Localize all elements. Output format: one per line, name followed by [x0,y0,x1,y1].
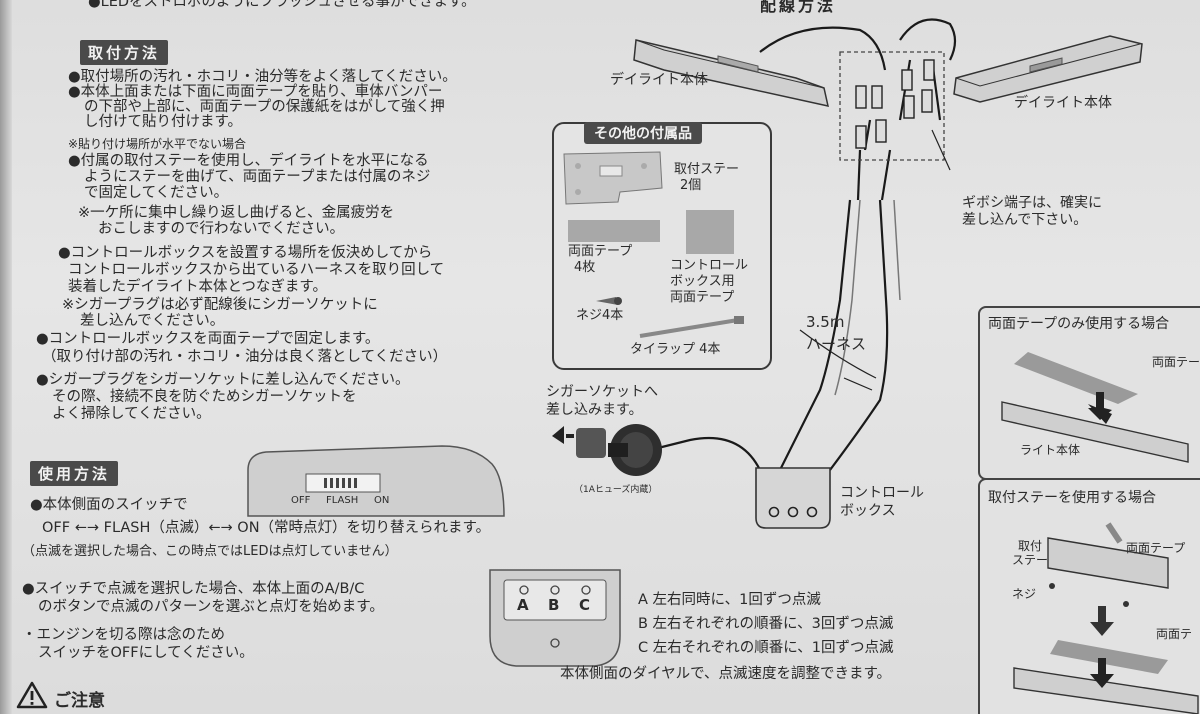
install-note: ※貼り付け場所が水平でない場合 [68,137,247,151]
abc-panel-illustration [489,569,621,667]
cable-tie-icon [639,316,744,338]
switch-housing-illustration [247,445,505,517]
button-c-label: C [579,596,591,614]
install-line: ようにステーを曲げて、両面テープまたは付属のネジ [84,169,431,185]
sheet-edge [0,0,12,714]
screw-icon [596,297,622,305]
tape-only-heading: 両面テープのみ使用する場合 [988,316,1170,332]
switch-on-label: ON [374,495,390,506]
harness-length: 3.5m [806,313,845,331]
box-tape-label: コントロール [670,258,749,273]
stay-use-heading: 取付ステーを使用する場合 [988,490,1156,506]
tape-only-panel: 両面テープのみ使用する場合 両面テープ ライト本体 [978,306,1200,480]
socket-note: 差し込みます。 [546,402,643,418]
terminal-note: 差し込んで下さい。 [962,212,1088,228]
accessories-panel: その他の付属品 取付ステー 2個 両面テープ 4枚 コントロール ボックス用 両… [552,122,772,370]
switch-flash-label: FLASH [326,495,359,506]
tape-qty: 4枚 [574,260,596,275]
caution-heading: ご注意 [54,691,105,711]
pattern-b: B 左右それぞれの順番に、3回ずつ点滅 [638,616,894,632]
right-daylight-label: デイライト本体 [1014,95,1112,111]
install-line: ●シガープラグをシガーソケットに差し込んでください。 [36,372,410,388]
left-daylight-label: デイライト本体 [610,72,708,88]
install-line: ●コントロールボックスを設置する場所を仮決めしてから [58,245,433,261]
control-box-label: ボックス [840,503,896,519]
stay-use-tape-label2: 両面テ [1156,627,1193,641]
stay-qty: 2個 [680,178,702,193]
box-tape-extra: 両面テープ [670,290,735,305]
usage-heading: 使用方法 [30,461,119,486]
install-note: おこしますので行わないでください。 [98,221,345,237]
install-line: （取り付け部の汚れ・ホコリ・油分は良く落としてください） [42,349,448,365]
warning-icon [16,681,48,709]
button-a-label: A [517,596,529,614]
pattern-a: A 左右同時に、1回ずつ点滅 [638,592,821,608]
box-tape-icon [686,210,734,254]
button-b-label: B [548,596,560,614]
mounting-stay-icon [563,151,663,205]
usage-line: OFF ←→ FLASH（点滅）←→ ON（常時点灯）を切り替えられます。 [42,520,491,536]
top-cut-line: ●LEDをストロボのようにフラッシュさせる事ができます。 [88,0,476,10]
usage-line: ●本体側面のスイッチで [30,497,188,513]
usage-line: スイッチをOFFにしてください。 [38,645,254,661]
install-line: コントロールボックスから出ているハーネスを取り回して [68,262,445,278]
switch-off-label: OFF [291,495,311,506]
harness-label: ハーネス [806,335,867,353]
stay-label: 取付ステー [674,162,740,177]
usage-line: ・エンジンを切る際は念のため [22,627,225,643]
install-note: 差し込んでください。 [80,313,225,329]
tape-icon [568,220,660,242]
fuse-note: （1Aヒューズ内蔵） [574,485,658,495]
wiring-diagram [649,18,957,471]
usage-note: （点滅を選択した場合、この時点ではLEDは点灯していません） [22,544,398,559]
box-tape-qty: ボックス用 [670,274,735,289]
stay-use-screw-label: ネジ [1012,587,1037,601]
install-note: ※一ケ所に集中し繰り返し曲げると、金属疲労を [78,205,395,221]
install-line: ●本体上面または下面に両面テープを貼り、車体バンパー [68,84,443,100]
control-box-illustration [755,467,831,529]
dial-note: 本体側面のダイヤルで、点滅速度を調整できます。 [560,666,892,682]
cable-tie-label: タイラップ 4本 [630,342,721,357]
tape-only-tape-label: 両面テープ [1152,355,1200,369]
install-line: で固定してください。 [84,185,229,201]
install-line: ●付属の取付ステーを使用し、デイライトを水平になる [68,153,429,169]
stay-use-panel: 取付ステーを使用する場合 取付 ステー 両面テープ ネジ 両面テ [978,478,1200,714]
pattern-c: C 左右それぞれの順番に、1回ずつ点滅 [638,640,894,656]
tape-only-body-label: ライト本体 [1020,443,1081,457]
stay-use-illustration [1013,522,1199,714]
usage-line: のボタンで点滅のパターンを選ぶと点灯を始めます。 [38,599,384,615]
tape-only-illustration [1001,352,1189,463]
control-box-label: コントロール [840,485,924,501]
install-line: の下部や上部に、両面テープの保護紙をはがして強く押 [84,99,445,115]
stay-use-tape-label: 両面テープ [1126,541,1186,555]
accessories-heading: その他の付属品 [584,122,702,144]
stay-use-stay-label: ステー [1012,553,1049,567]
install-note: ※シガープラグは必ず配線後にシガーソケットに [62,297,378,313]
install-line: よく掃除してください。 [52,406,211,422]
stay-use-stay-label: 取付 [1018,539,1043,553]
install-line: ●取付場所の汚れ・ホコリ・油分等をよく落してください。 [68,69,457,85]
socket-note: シガーソケットへ [546,384,658,400]
left-daylight-illustration [633,39,829,107]
install-line: ●コントロールボックスを両面テープで固定します。 [36,331,380,347]
screw-label: ネジ4本 [576,308,624,323]
wiring-title: 配線方法 [760,0,837,15]
tape-label: 両面テープ [568,244,633,259]
terminal-note: ギボシ端子は、確実に [962,195,1102,211]
right-daylight-illustration [953,35,1143,103]
install-heading: 取付方法 [80,40,169,65]
install-line: 装着したデイライト本体とつなぎます。 [68,279,327,295]
usage-line: ●スイッチで点滅を選択した場合、本体上面のA/B/C [22,581,365,597]
cigar-plug-illustration [552,424,662,476]
install-line: し付けて貼り付けます。 [84,114,243,130]
install-line: その際、接続不良を防ぐためシガーソケットを [52,389,357,405]
